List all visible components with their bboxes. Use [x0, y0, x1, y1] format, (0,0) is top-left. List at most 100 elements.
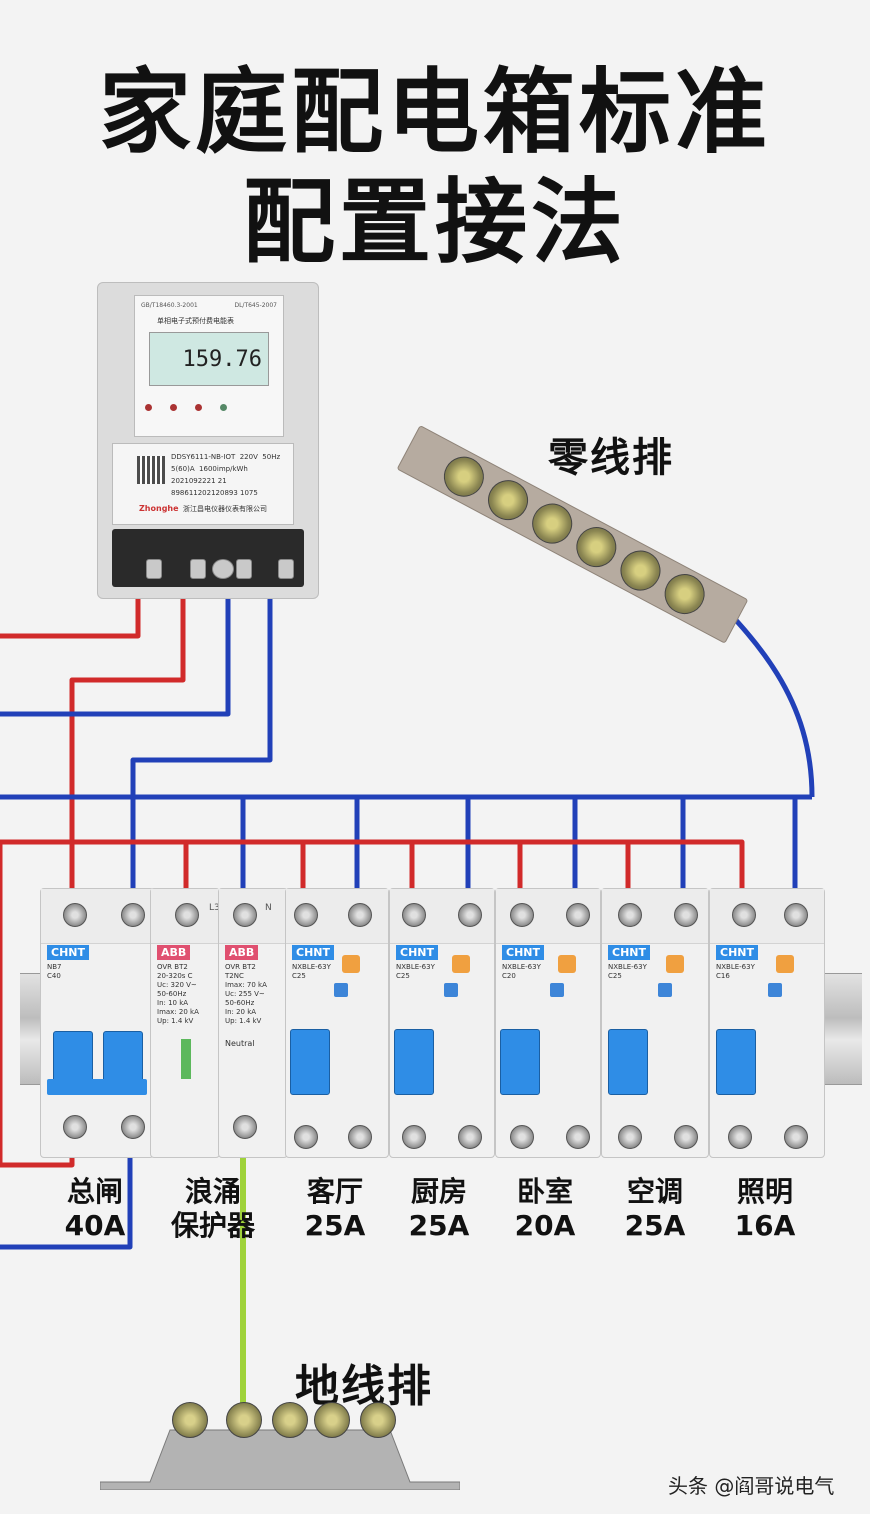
branch-breaker-bedroom: CHNT NXBLE-63Y C20	[495, 888, 601, 1158]
screw-icon	[348, 903, 372, 927]
screw-icon	[294, 903, 318, 927]
breaker-handle[interactable]	[53, 1031, 93, 1083]
breaker-brand: ABB	[225, 945, 259, 960]
wire-neutral-main-out	[0, 1130, 133, 1250]
bolt-icon	[272, 1402, 308, 1438]
breaker-brand: CHNT	[502, 945, 544, 960]
branch-breaker-kitchen: CHNT NXBLE-63Y C25	[389, 888, 495, 1158]
caption-main: 总闸 40A	[64, 1175, 126, 1242]
breaker-model: NXBLE-63Y C25	[608, 963, 647, 980]
screw-icon	[566, 903, 590, 927]
test-button-icon[interactable]	[666, 955, 684, 973]
screw-icon	[121, 1115, 145, 1139]
caption-bedroom: 卧室 20A	[514, 1175, 576, 1242]
meter-indicator-leds	[145, 404, 227, 411]
test-button-icon[interactable]	[776, 955, 794, 973]
neutral-bar-label: 零线排	[548, 435, 674, 481]
terminal-label-l3: L3	[209, 903, 220, 913]
meter-nameplate: DDSY6111-NB-IOT 220V 50Hz 5(60)A 1600imp…	[112, 443, 294, 525]
wire-live-meter-to-main	[69, 570, 186, 905]
branch-breaker-lighting: CHNT NXBLE-63Y C16	[709, 888, 825, 1158]
wire-neutral-meter-to-main	[130, 570, 273, 905]
meter-serial-1: 2021092221 21	[171, 477, 227, 485]
meter-rating: 5(60)A 1600imp/kWh	[171, 465, 248, 473]
breaker-model: NB7 C40	[47, 963, 62, 980]
test-button-icon[interactable]	[342, 955, 360, 973]
breaker-brand: CHNT	[292, 945, 334, 960]
screw-icon	[348, 1125, 372, 1149]
reset-button-icon[interactable]	[334, 983, 348, 997]
wire-live-bus	[0, 839, 745, 1165]
surge-protector-module: L3 ABB OVR BT2 20-320s C Uc: 320 V~ 50-6…	[150, 888, 220, 1158]
screw-icon	[732, 903, 756, 927]
meter-brand: Zhonghe	[139, 504, 179, 513]
breaker-model: NXBLE-63Y C20	[502, 963, 541, 980]
neutral-sublabel: Neutral	[225, 1039, 255, 1048]
breaker-handle[interactable]	[394, 1029, 434, 1095]
meter-terminal	[278, 559, 294, 579]
screw-icon	[510, 903, 534, 927]
meter-terminal	[146, 559, 162, 579]
reset-button-icon[interactable]	[550, 983, 564, 997]
caption-living-room: 客厅 25A	[304, 1175, 366, 1242]
screw-icon	[784, 1125, 808, 1149]
screw-icon	[510, 1125, 534, 1149]
screw-icon	[728, 1125, 752, 1149]
meter-display-panel: GB/T18460.3-2001 DL/T645-2007 单相电子式预付费电能…	[134, 295, 284, 437]
caption-kitchen: 厨房 25A	[408, 1175, 470, 1242]
screw-icon	[233, 903, 257, 927]
screw-icon	[63, 1115, 87, 1139]
caption-lighting: 照明 16A	[734, 1175, 796, 1242]
breaker-brand: CHNT	[716, 945, 758, 960]
screw-icon	[233, 1115, 257, 1139]
reset-button-icon[interactable]	[658, 983, 672, 997]
breaker-brand: ABB	[157, 945, 191, 960]
test-button-icon[interactable]	[558, 955, 576, 973]
screw-icon	[402, 1125, 426, 1149]
test-button-icon[interactable]	[452, 955, 470, 973]
meter-standard-right: DL/T645-2007	[234, 302, 277, 309]
title-line-2: 配置接法	[242, 169, 627, 276]
meter-model: DDSY6111-NB-IOT 220V 50Hz	[171, 453, 281, 461]
wire-neutral-in	[0, 570, 231, 717]
surge-protector-neutral-module: N ABB OVR BT2 T2NC Imax: 70 kA Uc: 255 V…	[218, 888, 288, 1158]
led-icon	[170, 404, 177, 411]
breaker-handle[interactable]	[608, 1029, 648, 1095]
meter-terminal-block	[112, 529, 304, 587]
caption-surge: 浪涌 保护器	[170, 1175, 255, 1242]
reset-button-icon[interactable]	[768, 983, 782, 997]
meter-maker: 浙江昌电仪器仪表有限公司	[183, 505, 267, 513]
meter-serial-2: 898611202120893 1075	[171, 489, 258, 497]
breaker-model: NXBLE-63Y C25	[292, 963, 331, 980]
meter-terminal	[212, 559, 234, 579]
ground-busbar	[99, 1402, 461, 1491]
breaker-handle[interactable]	[103, 1031, 143, 1083]
bolt-icon	[360, 1402, 396, 1438]
breaker-handle[interactable]	[716, 1029, 756, 1095]
bolt-icon	[226, 1402, 262, 1438]
bolt-icon	[314, 1402, 350, 1438]
breaker-model: NXBLE-63Y C25	[396, 963, 435, 980]
screw-icon	[674, 1125, 698, 1149]
breaker-brand: CHNT	[608, 945, 650, 960]
screw-icon	[175, 903, 199, 927]
breaker-model: OVR BT2 T2NC Imax: 70 kA Uc: 255 V~ 50-6…	[225, 963, 267, 1025]
caption-air-conditioner: 空调 25A	[624, 1175, 686, 1242]
screw-icon	[63, 903, 87, 927]
breaker-handle[interactable]	[500, 1029, 540, 1095]
breaker-model: OVR BT2 20-320s C Uc: 320 V~ 50-60Hz In:…	[157, 963, 199, 1025]
main-breaker: CHNT NB7 C40	[40, 888, 154, 1158]
reset-button-icon[interactable]	[444, 983, 458, 997]
electric-meter: GB/T18460.3-2001 DL/T645-2007 单相电子式预付费电能…	[97, 282, 319, 599]
screw-icon	[784, 903, 808, 927]
led-icon	[145, 404, 152, 411]
breaker-model: NXBLE-63Y C16	[716, 963, 755, 980]
meter-standard-left: GB/T18460.3-2001	[141, 302, 198, 309]
led-icon	[220, 404, 227, 411]
meter-name: 单相电子式预付费电能表	[157, 317, 234, 325]
breaker-handle[interactable]	[290, 1029, 330, 1095]
led-icon	[195, 404, 202, 411]
screw-icon	[674, 903, 698, 927]
qr-code-icon	[137, 456, 165, 484]
